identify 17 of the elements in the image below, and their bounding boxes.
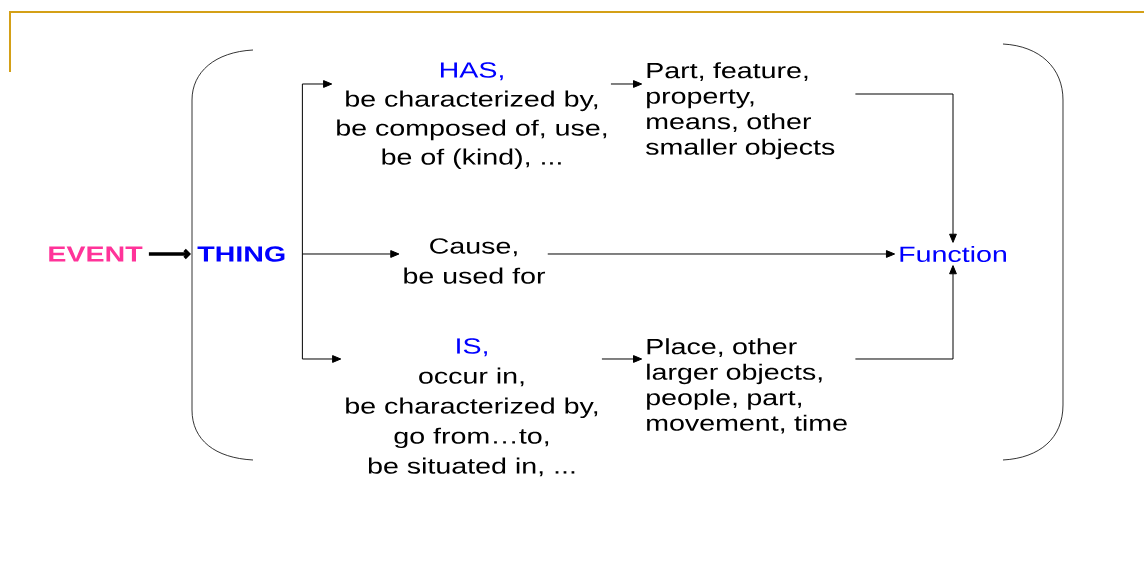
arrow bbox=[301, 250, 400, 258]
arrow bbox=[148, 248, 191, 260]
text-label: THING bbox=[197, 246, 285, 262]
text-label: EVENT bbox=[49, 246, 143, 262]
arrow bbox=[601, 355, 643, 363]
text-label: Part, feature, property, means, other smaller objects bbox=[646, 62, 835, 160]
arrow bbox=[301, 253, 342, 363]
text-label: IS, occur in, be characterized by, go from…to, be situated in, ... bbox=[346, 338, 598, 477]
arrow bbox=[301, 80, 333, 255]
arrow bbox=[854, 265, 957, 360]
arrow bbox=[547, 250, 896, 258]
text-label: HAS, be characterized by, be composed of, use, be of (kind), ... bbox=[337, 62, 607, 170]
text-label: Cause, be used for bbox=[404, 238, 546, 284]
text-label: Place, other larger objects, people, part, movement, time bbox=[647, 338, 847, 434]
arrow bbox=[854, 93, 957, 243]
text-label: Function bbox=[900, 245, 1006, 263]
arrow bbox=[610, 80, 643, 88]
